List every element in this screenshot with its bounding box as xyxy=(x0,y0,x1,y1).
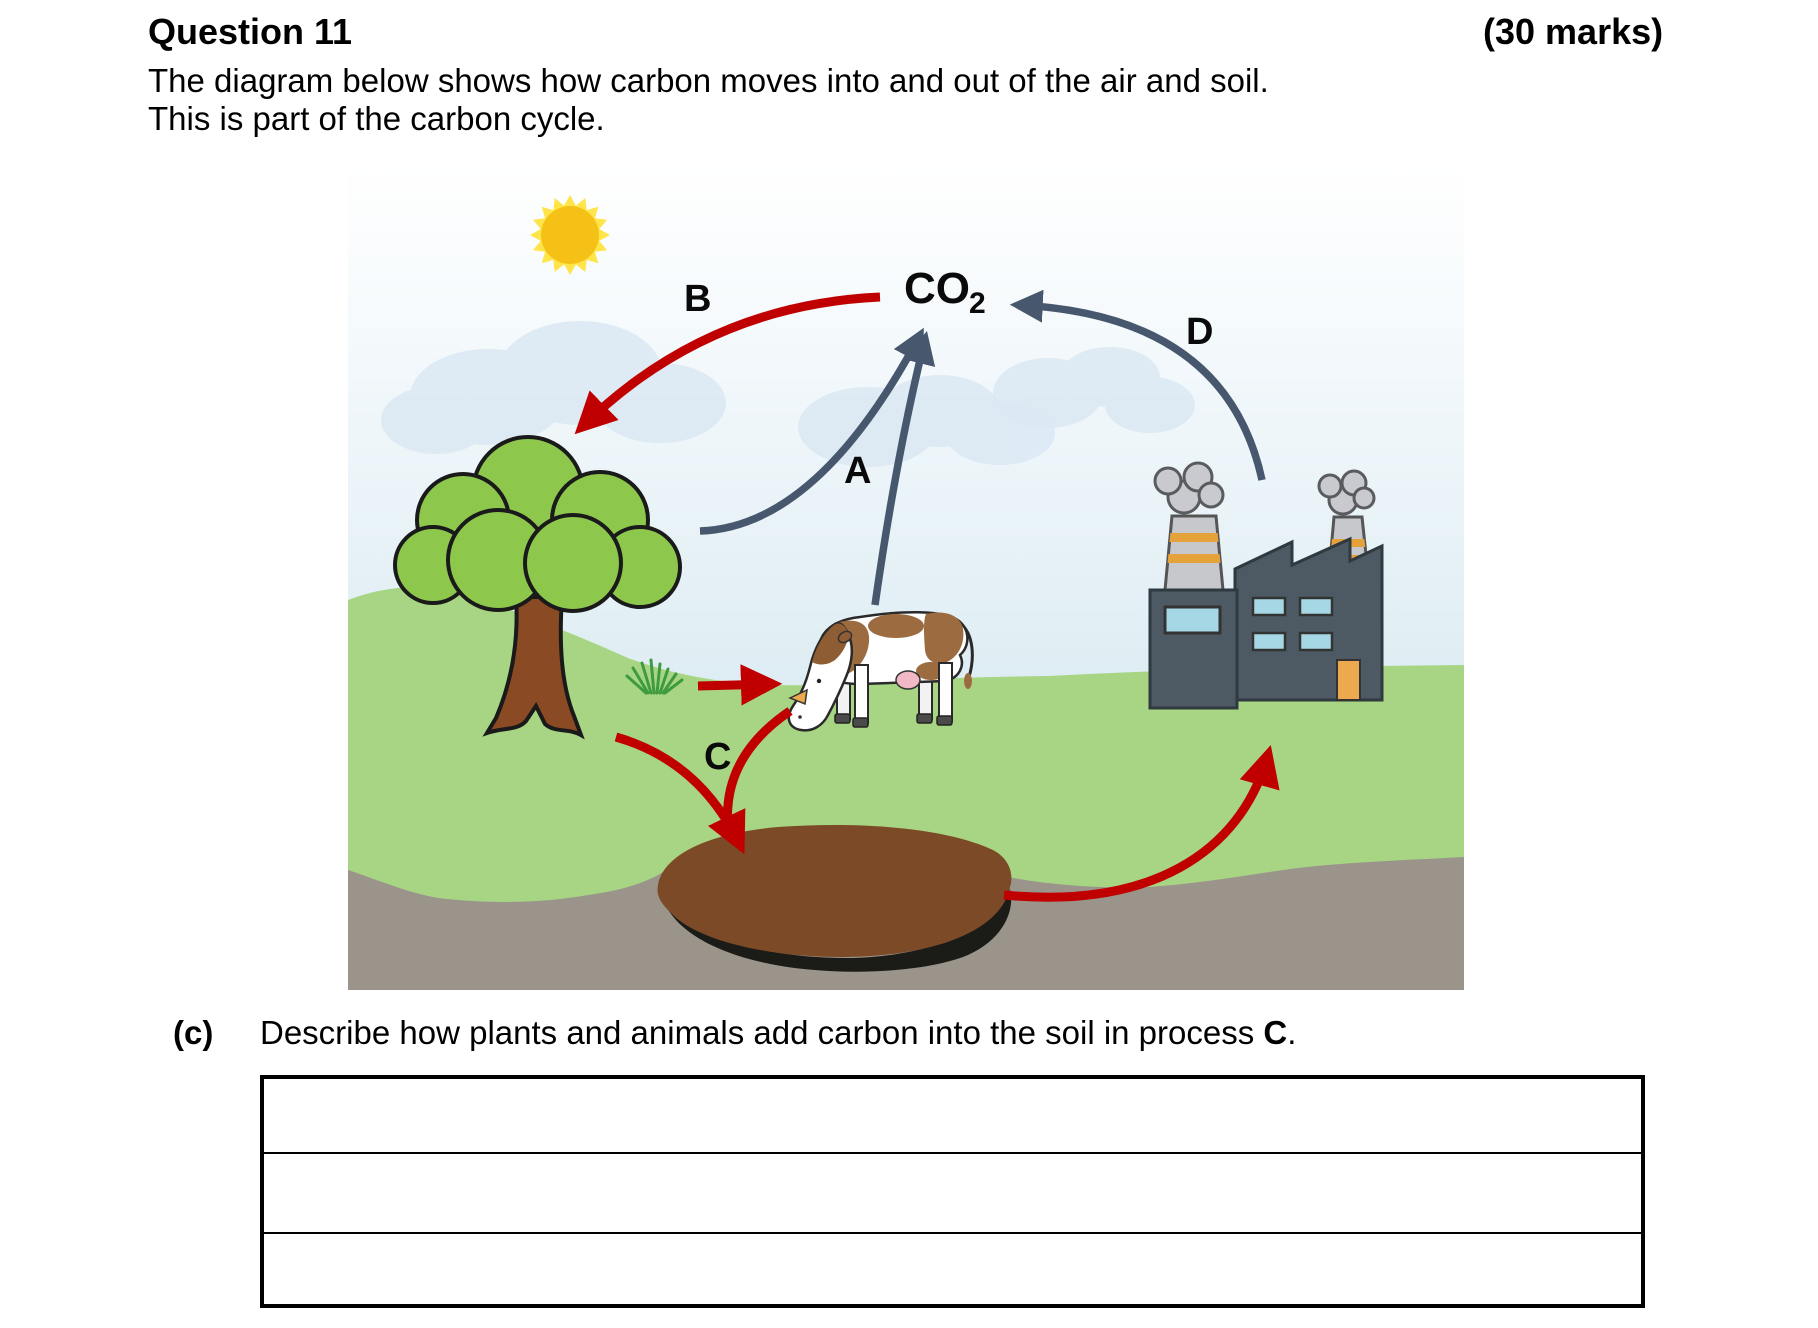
question-c-period: . xyxy=(1287,1014,1297,1051)
soil-patch xyxy=(657,825,1012,972)
factory-window xyxy=(1298,631,1334,652)
factory-smoke-right xyxy=(1317,469,1376,516)
process-a-arrow-from-plant xyxy=(699,327,924,535)
tree-canopy xyxy=(393,435,682,613)
process-d-arrow xyxy=(1009,289,1266,481)
answer-line[interactable] xyxy=(264,1079,1641,1152)
factory-window xyxy=(1298,596,1334,617)
question-c-process-term: C xyxy=(1263,1014,1288,1051)
cow-udder xyxy=(895,670,921,690)
factory xyxy=(1148,461,1384,710)
factory-door xyxy=(1336,659,1361,701)
fossil-fuel-arrow xyxy=(1003,745,1280,902)
question-part-label: (c) xyxy=(173,1014,214,1051)
question-c-body: Describe how plants and animals add carb… xyxy=(260,1014,1264,1051)
process-b-arrow xyxy=(574,292,881,435)
process-a-label: A xyxy=(844,450,871,492)
cloud-right xyxy=(993,347,1195,433)
process-c-arrow-from-plant xyxy=(614,732,746,855)
answer-line[interactable] xyxy=(264,1152,1641,1232)
intro-line-1: The diagram below shows how carbon moves… xyxy=(148,62,1269,99)
process-a-arrow-from-animal xyxy=(871,330,936,606)
question-number: Question 11 xyxy=(148,11,353,52)
grass-tuft xyxy=(625,658,684,695)
tree xyxy=(393,435,682,740)
tree-trunk xyxy=(482,595,585,740)
cow xyxy=(787,610,974,732)
cloud-left xyxy=(381,321,726,454)
question-c-text: Describe how plants and animals add carb… xyxy=(260,1012,1296,1053)
cow-ear xyxy=(837,630,853,644)
process-c-label: C xyxy=(704,736,731,778)
co2-subscript: 2 xyxy=(969,287,986,320)
factory-window xyxy=(1251,596,1287,617)
answer-line[interactable] xyxy=(264,1232,1641,1304)
answer-box xyxy=(260,1075,1645,1308)
intro-line-2: This is part of the carbon cycle. xyxy=(148,100,605,137)
process-d-label: D xyxy=(1186,311,1213,353)
grazing-arrow xyxy=(697,664,783,706)
process-b-label: B xyxy=(684,278,711,320)
factory-window xyxy=(1251,631,1287,652)
marks-label: (30 marks) xyxy=(1483,11,1664,52)
factory-smoke-left xyxy=(1153,461,1225,515)
factory-window xyxy=(1163,605,1222,635)
carbon-cycle-diagram: CO 2 B A D C xyxy=(348,165,1464,990)
co2-label: CO xyxy=(904,264,970,313)
sun-icon xyxy=(530,195,610,275)
cow-horn xyxy=(788,688,808,706)
